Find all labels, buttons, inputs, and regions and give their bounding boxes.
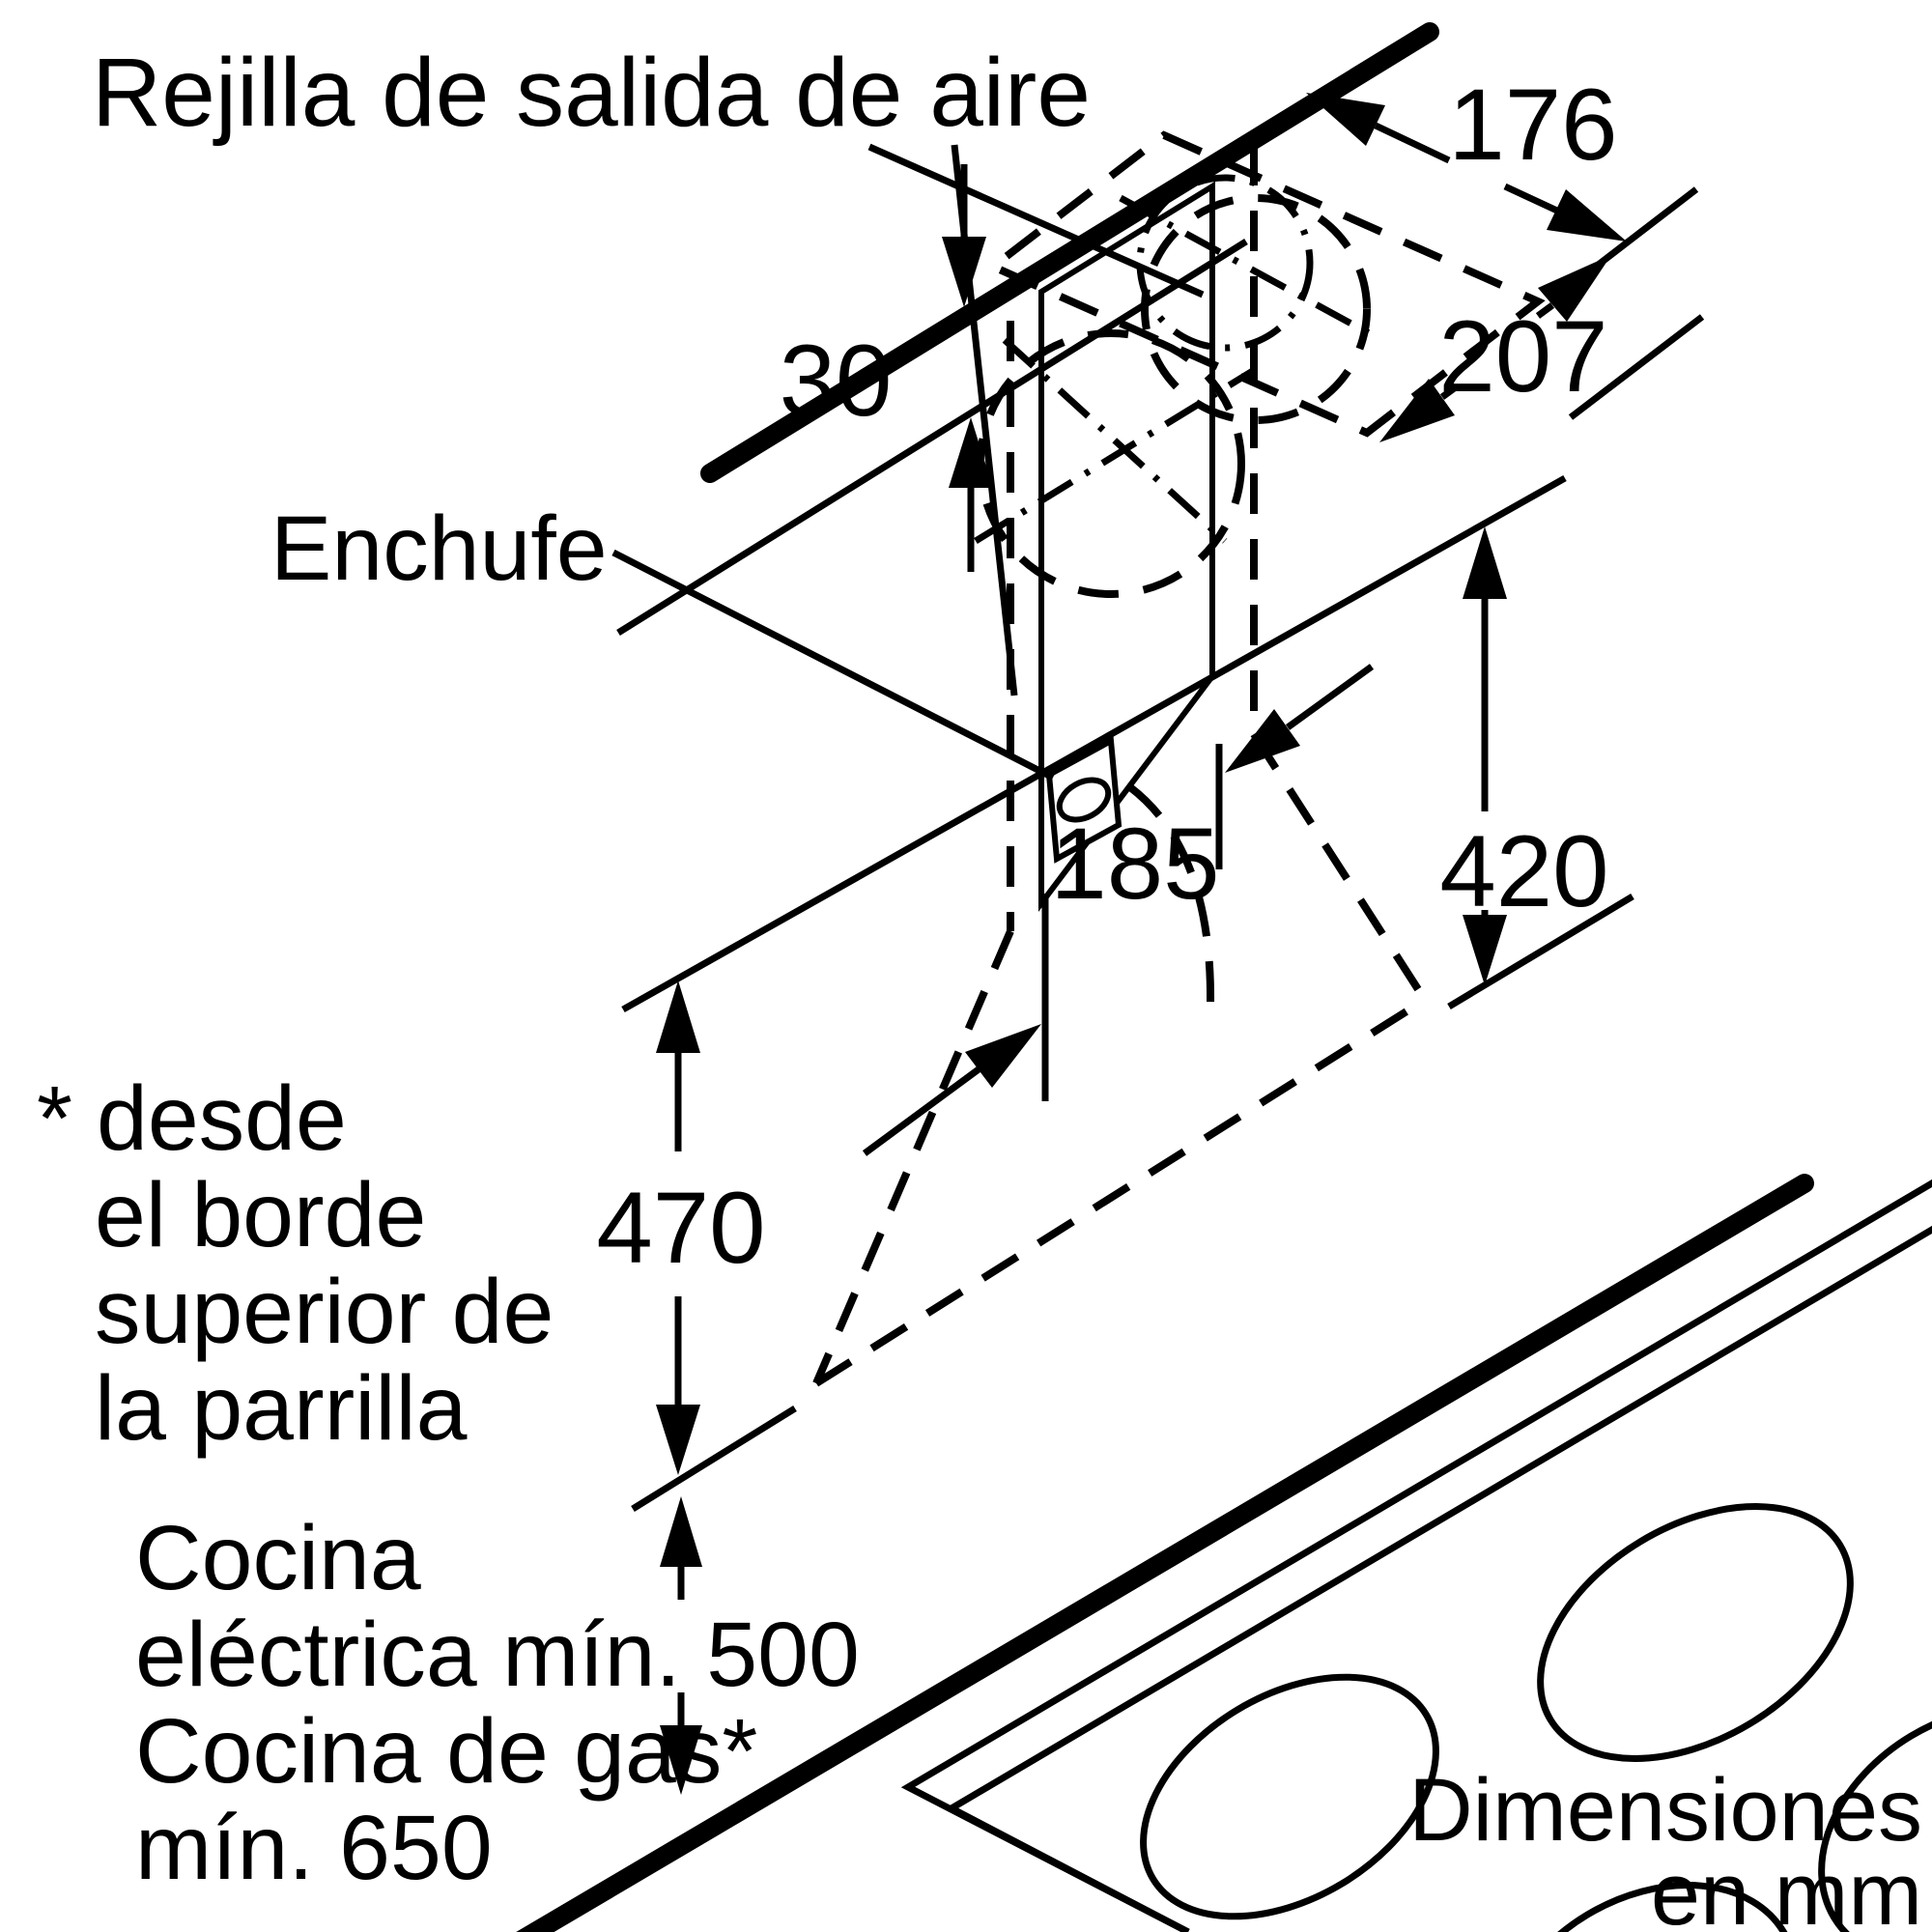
hood-front-curve [1127, 783, 1215, 1006]
hood-bottom-reference-line [1447, 893, 1634, 1010]
dim-30-arrow-down [942, 237, 986, 307]
dim-207 [1379, 255, 1611, 442]
dim-185-value: 185 [1050, 808, 1219, 921]
footer-line-1: Dimensiones [1408, 1761, 1922, 1860]
wall-outlet-centerline-2 [1002, 337, 1228, 544]
hood-dashed-outline [812, 731, 1429, 1387]
dim-207-arrow-up [1538, 255, 1611, 322]
dim-470 [656, 980, 700, 1475]
extension-tick-207 [1568, 314, 1705, 420]
note-from-grate-top: * desde el borde superior de la parrilla [37, 1067, 554, 1460]
dim-420-arrow-top [1463, 526, 1507, 599]
clearance-line-3: Cocina de gas* [135, 1700, 757, 1803]
dim-30-arrow-up [949, 417, 993, 488]
dim-420-value: 420 [1439, 815, 1608, 928]
note-asterisk: * [37, 1067, 72, 1170]
clearance-text-block: Cocina eléctrica mín. 500 Cocina de gas*… [135, 1507, 860, 1899]
socket-symbol [1045, 736, 1122, 864]
burner-front [1140, 1673, 1439, 1920]
dim-176-value: 176 [1448, 69, 1617, 182]
floor-wall-edge-line [516, 1174, 1814, 1932]
dim-470-arrow-bottom [656, 1405, 700, 1475]
chimney-dashed-outline [1007, 145, 1258, 931]
hood-left-edge [812, 929, 1014, 1385]
ceiling-centerline [1119, 194, 1383, 344]
note-line-3: superior de [95, 1261, 554, 1363]
dim-176-arrow-right [1547, 189, 1627, 242]
dim-30-value: 30 [780, 325, 893, 438]
cooktop-inner-border [944, 1225, 1932, 1932]
ceiling-outlet-centerline-circle [1136, 174, 1314, 352]
plug-label: Enchufe [270, 497, 608, 600]
note-line-4: la parrilla [95, 1357, 468, 1460]
dim-176 [1306, 93, 1627, 242]
clearance-line-1: Cocina [135, 1507, 421, 1609]
wall-outlet-centerline-1 [974, 366, 1258, 544]
dim-420 [1463, 526, 1507, 985]
dim-207-value: 207 [1438, 300, 1607, 413]
ceiling-edge-line [700, 22, 1439, 483]
burner-bottom-partial [1494, 1882, 1800, 1932]
dim-176-arrow-left [1306, 93, 1385, 146]
dim-hob-clearance [660, 1496, 702, 1795]
hood-right-edge [1250, 731, 1429, 1003]
hob-top-reference-line [631, 1406, 797, 1512]
wall-cap-lower-line [616, 239, 1248, 636]
burner-rear [1537, 1503, 1854, 1762]
clearance-line-2: eléctrica mín. 500 [135, 1604, 860, 1706]
dim-185 [862, 664, 1375, 1156]
footer-line-2: en mm [1651, 1845, 1922, 1932]
dim-30 [942, 164, 993, 572]
units-footer: Dimensiones en mm [1408, 1761, 1922, 1932]
plug-leader-line [611, 549, 1055, 781]
wall-bottom-line [621, 474, 1567, 1013]
clearance-arrow-down [660, 1725, 702, 1795]
burner-right-partial [1818, 1703, 1932, 1932]
cooktop [900, 1179, 1932, 1932]
dim-207-arrow-down [1379, 379, 1455, 442]
diagram-title: Rejilla de salida de aire [92, 39, 1091, 147]
clearance-line-4: mín. 650 [135, 1797, 493, 1899]
note-line-1: desde [97, 1067, 347, 1170]
ceiling-duct-rectangle [985, 130, 1546, 438]
dim-420-arrow-bottom [1463, 915, 1507, 985]
dim-185-arrow-right [1225, 709, 1300, 773]
hood-bottom-edge [813, 996, 1428, 1387]
ceiling-duct-outline [985, 130, 1546, 438]
dim-470-value: 470 [596, 1172, 765, 1285]
dim-470-arrow-top [656, 980, 700, 1053]
grille-leader-line-1 [867, 143, 1205, 298]
clearance-arrow-up [660, 1496, 702, 1567]
dim-185-arrow-left [965, 1024, 1041, 1088]
note-line-2: el borde [95, 1164, 426, 1266]
ceiling-outlet-dashed-circle [1141, 194, 1371, 424]
